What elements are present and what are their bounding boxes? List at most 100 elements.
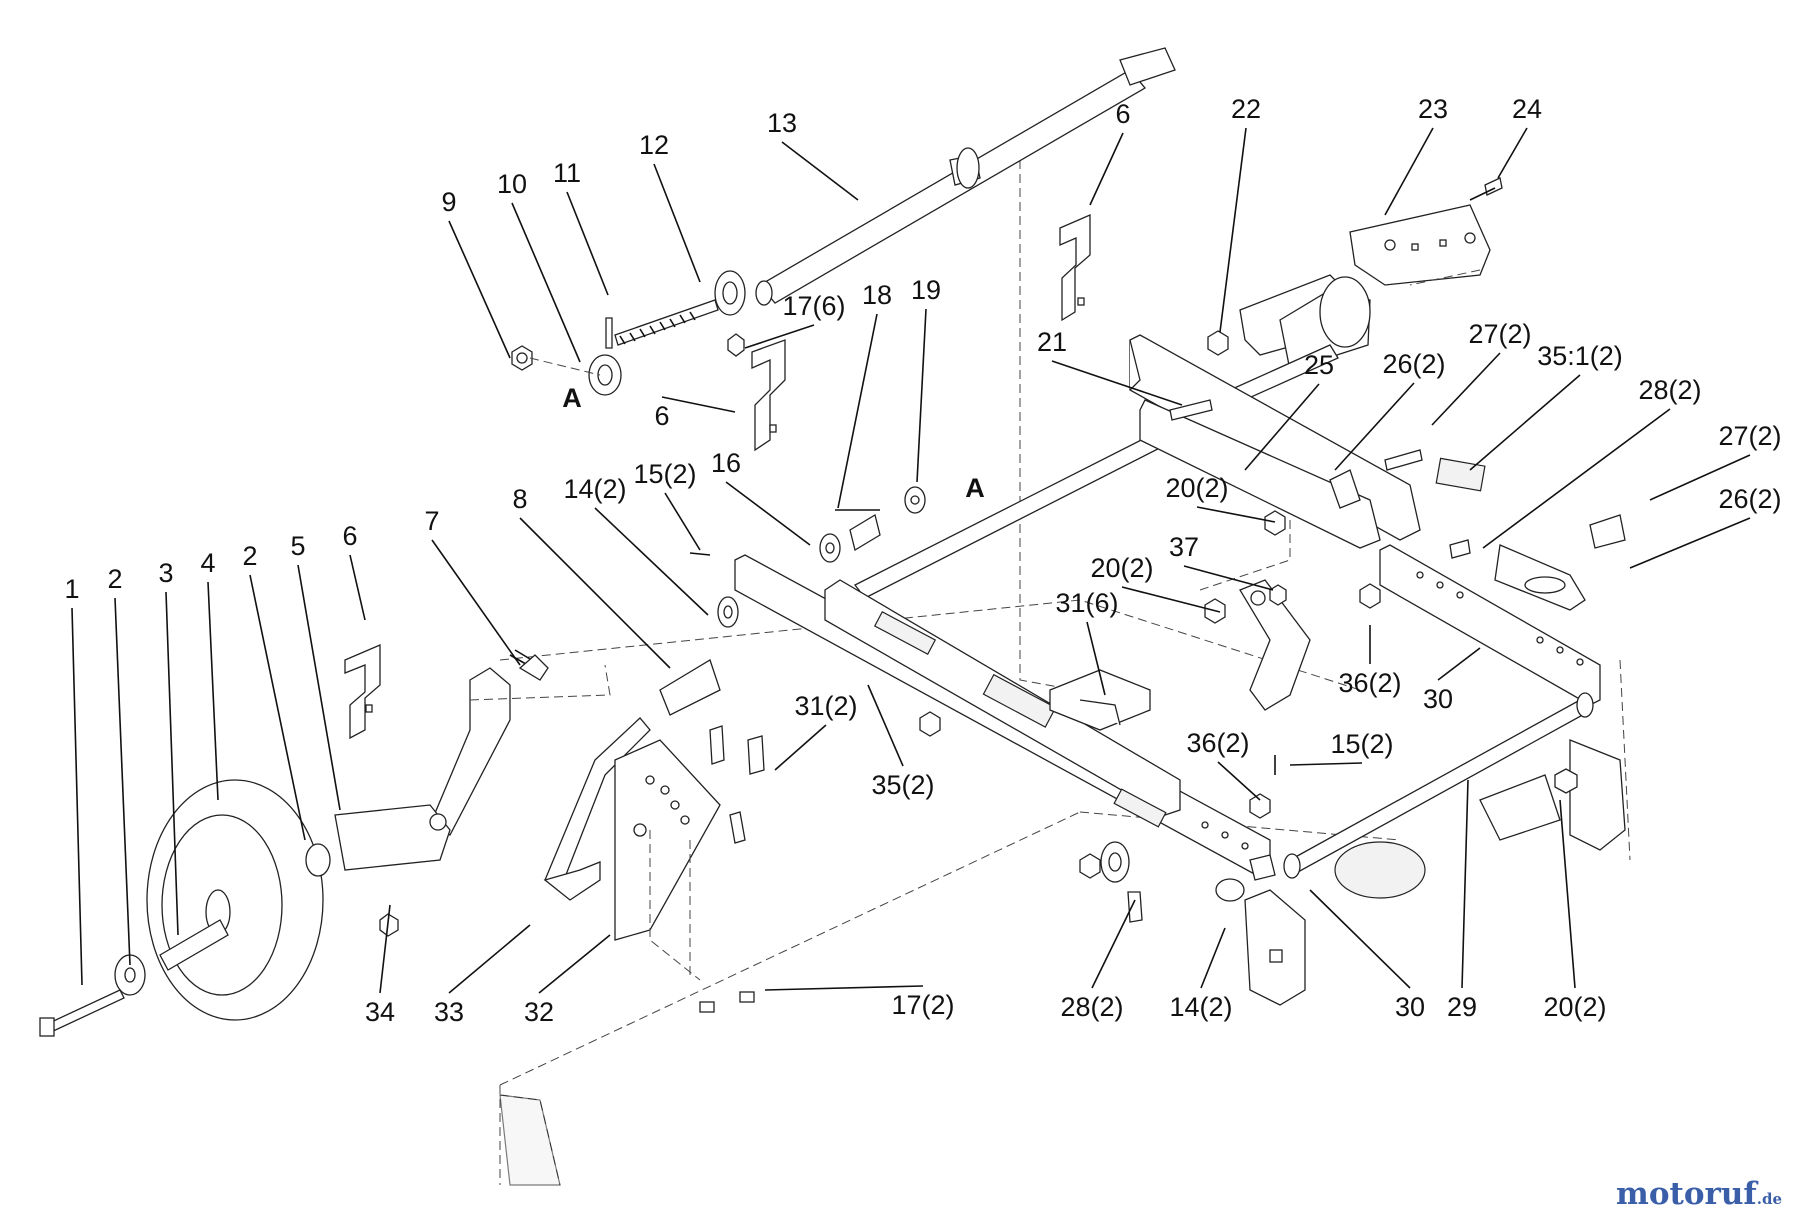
- callout-c2a: 2: [107, 564, 131, 966]
- callout-label: 36(2): [1338, 668, 1401, 698]
- leader-line: [1461, 779, 1469, 989]
- callout-label: 14(2): [1169, 992, 1232, 1022]
- callout-label: 15(2): [1330, 729, 1393, 759]
- callout-c29: 29: [1447, 779, 1477, 1022]
- callout-label: 22: [1231, 94, 1261, 124]
- callout-label: 31(6): [1055, 588, 1118, 618]
- leader-line: [249, 574, 306, 841]
- bracket-left: [344, 644, 381, 740]
- leader-line: [1289, 762, 1363, 766]
- callout-c14a: 14(2): [563, 474, 709, 616]
- callout-label: 27(2): [1468, 319, 1531, 349]
- callout-c27b: 27(2): [1649, 421, 1782, 501]
- callout-c5: 5: [290, 531, 341, 811]
- callout-c27a: 27(2): [1431, 319, 1532, 426]
- leader-line: [511, 202, 581, 363]
- callout-label: 35(2): [871, 770, 934, 800]
- callout-label: 30: [1423, 684, 1453, 714]
- leader-line: [653, 163, 701, 283]
- leader-line: [71, 607, 83, 986]
- callout-label: 2: [242, 541, 257, 571]
- hardware-small: [689, 486, 1276, 923]
- leader-line: [1089, 132, 1124, 206]
- leader-line: [867, 684, 904, 767]
- leader-line: [1629, 517, 1751, 569]
- callout-label: 21: [1037, 327, 1067, 357]
- callout-label: 17(2): [891, 990, 954, 1020]
- callout-c20a: 20(2): [1165, 473, 1276, 523]
- rear-mount-brackets: [1244, 739, 1626, 1006]
- center-plate: [1049, 330, 1626, 731]
- leader-line: [1437, 647, 1481, 681]
- callout-c26b: 26(2): [1629, 484, 1782, 569]
- callout-label: 8: [512, 484, 527, 514]
- callout-c12: 12: [639, 130, 701, 283]
- bracket-top-right: [1059, 214, 1091, 322]
- leader-line: [1051, 360, 1183, 406]
- callout-c17b: 17(2): [764, 985, 955, 1020]
- callout-label: 27(2): [1718, 421, 1781, 451]
- callout-c13: 13: [767, 108, 859, 201]
- leader-line: [837, 313, 878, 509]
- callout-c28b: 28(2): [1060, 899, 1136, 1022]
- leader-line: [1334, 382, 1415, 471]
- callout-label: 32: [524, 997, 554, 1027]
- leader-line: [664, 492, 701, 551]
- leader-line: [764, 985, 924, 991]
- callout-c10: 10: [497, 169, 581, 363]
- callout-label: 19: [911, 275, 941, 305]
- callout-c31b: 31(2): [774, 691, 858, 771]
- callout-label: 26(2): [1382, 349, 1445, 379]
- leader-line: [1121, 586, 1221, 613]
- callout-label: 23: [1418, 94, 1448, 124]
- callout-c25: 25: [1244, 350, 1334, 471]
- leader-line: [379, 904, 391, 994]
- callout-label: 1: [64, 574, 79, 604]
- section-mark-A2: A: [965, 473, 985, 503]
- callout-c35b: 35(2): [867, 684, 935, 800]
- callout-label: 6: [342, 521, 357, 551]
- caster-arm: [334, 649, 611, 937]
- callout-label: 30: [1395, 992, 1425, 1022]
- leader-line: [725, 481, 811, 546]
- callout-c33: 33: [434, 924, 531, 1027]
- callout-label: 26(2): [1718, 484, 1781, 514]
- callout-label: 6: [1115, 99, 1130, 129]
- section-marks: AA: [562, 383, 985, 503]
- callout-c8: 8: [512, 484, 671, 669]
- callout-c11: 11: [553, 158, 609, 296]
- main-shaft: [755, 47, 1176, 306]
- rear-axle: [1283, 692, 1594, 879]
- callout-c36a: 36(2): [1338, 625, 1402, 698]
- spring-rod: [614, 270, 746, 346]
- callout-label: 10: [497, 169, 527, 199]
- leader-line: [349, 554, 366, 621]
- callout-c19: 19: [911, 275, 941, 483]
- callout-label: 6: [654, 401, 669, 431]
- callout-label: 4: [200, 548, 215, 578]
- callout-c21: 21: [1037, 327, 1183, 406]
- callout-c32: 32: [524, 934, 611, 1027]
- callout-label: 29: [1447, 992, 1477, 1022]
- callout-c22: 22: [1219, 94, 1261, 333]
- leader-line: [538, 934, 611, 994]
- callout-c31a: 31(6): [1055, 588, 1119, 696]
- leader-line: [297, 564, 341, 811]
- callout-label: 33: [434, 997, 464, 1027]
- collar-and-nut: [511, 317, 622, 396]
- callout-label: 31(2): [794, 691, 857, 721]
- leader-line: [431, 539, 521, 666]
- leader-line: [1217, 761, 1261, 801]
- callout-c7: 7: [424, 506, 521, 666]
- leader-line: [916, 308, 927, 483]
- callout-label: 37: [1169, 532, 1199, 562]
- caster-wheel: [39, 779, 331, 1037]
- callout-label: 18: [862, 280, 892, 310]
- callout-c26a: 26(2): [1334, 349, 1446, 471]
- bracket-center: [727, 333, 786, 452]
- callout-c20c: 20(2): [1543, 799, 1607, 1022]
- callout-c1: 1: [64, 574, 83, 986]
- leader-line: [1497, 127, 1528, 179]
- callout-label: 34: [365, 997, 395, 1027]
